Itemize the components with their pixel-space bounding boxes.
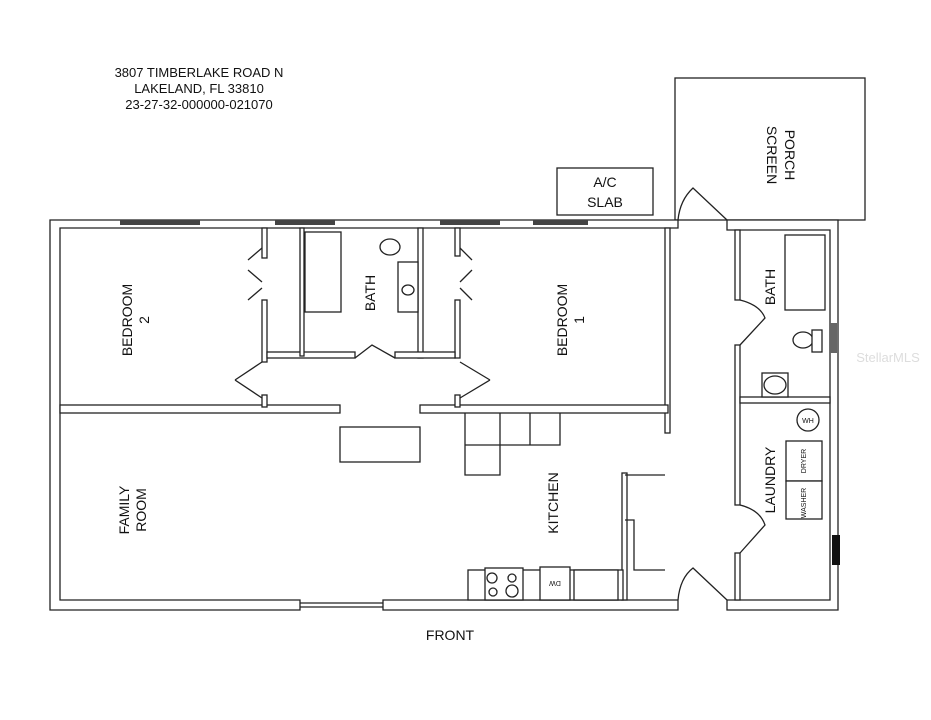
doors[interactable] [234,187,766,601]
room-label: FAMILY [116,485,132,534]
ac-slab [556,167,654,216]
room-kitchen: KITCHEN [545,472,561,533]
room-screen-porch: SCREEN PORCH [764,126,798,184]
dw-label: DW [549,579,561,586]
washer-label: WASHER [801,488,808,518]
parcel-id: 23-27-32-000000-021070 [125,97,272,112]
screen-porch [674,77,866,221]
room-label: ROOM [133,488,149,532]
room-bedroom-2: BEDROOM 2 [119,284,152,356]
address-line1: 3807 TIMBERLAKE ROAD N [115,65,284,80]
room-family-room: FAMILY ROOM [116,485,149,534]
room-label: 1 [571,316,587,324]
room-label: PORCH [782,130,798,181]
room-bedroom-1: BEDROOM 1 [554,284,587,356]
room-laundry: LAUNDRY [762,446,778,513]
exterior-walls [49,219,840,611]
address-line2: LAKELAND, FL 33810 [134,81,264,96]
interior-walls [59,227,831,601]
room-label: SCREEN [764,126,780,184]
slab-label: SLAB [587,194,623,210]
fixtures [304,231,826,601]
dryer-label: DRYER [801,449,808,473]
room-bath-center: BATH [362,275,378,311]
room-label: BEDROOM [119,284,135,356]
room-label: BEDROOM [554,284,570,356]
watermark: StellarMLS [856,350,920,365]
front-label: FRONT [426,627,475,643]
room-label: 2 [136,316,152,324]
ac-label: A/C [593,174,616,190]
wh-label: WH [802,418,814,425]
room-bath-right: BATH [762,269,778,305]
